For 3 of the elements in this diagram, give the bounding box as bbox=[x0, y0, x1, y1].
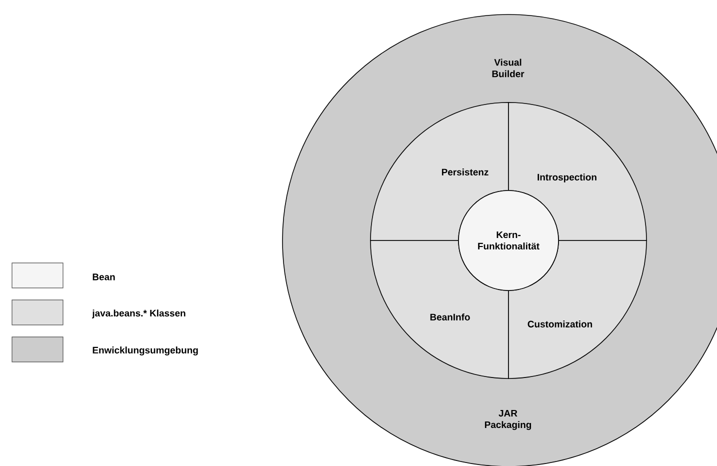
legend-label: Bean bbox=[92, 274, 115, 280]
legend-label: Enwicklungsumgebung bbox=[92, 346, 198, 356]
legend-label: java.beans.* Klassen bbox=[92, 310, 186, 318]
